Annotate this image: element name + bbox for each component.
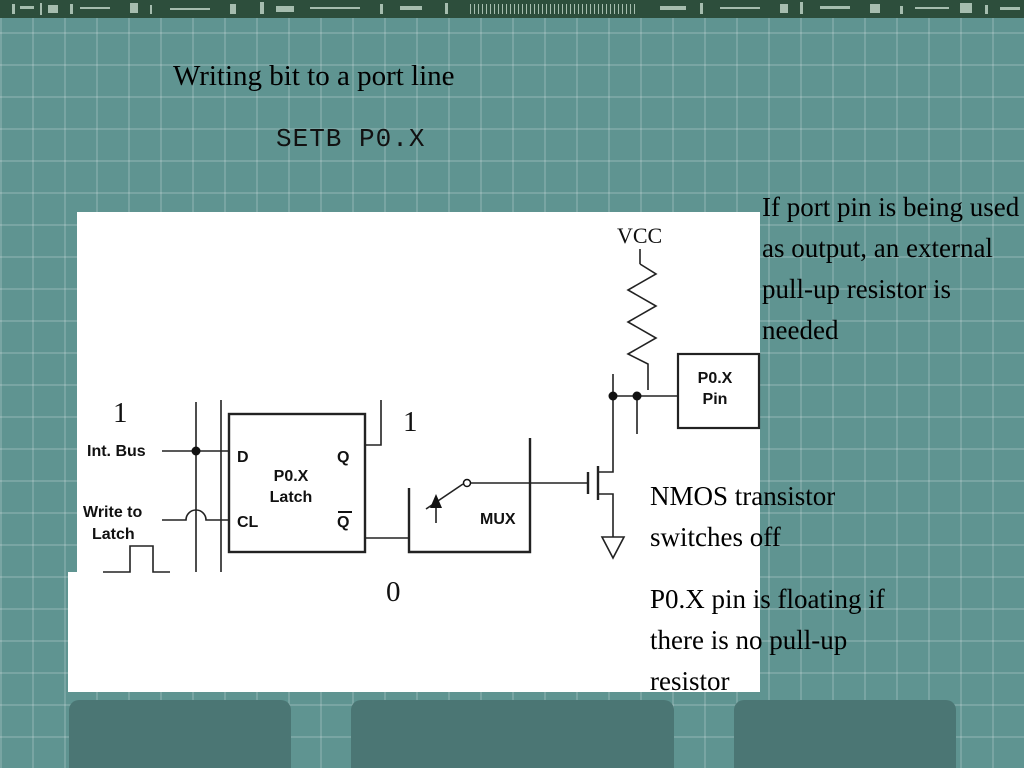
diagram-background-right [645, 420, 760, 692]
latch-d-label: D [237, 449, 249, 466]
q-wire [365, 400, 382, 446]
qbar-value-label: 0 [386, 576, 401, 608]
drain-junction-dot [608, 391, 618, 401]
latch-cl-label: CL [237, 514, 259, 531]
footer-panel-right [734, 700, 956, 768]
write-label-line1: Write to [83, 504, 142, 521]
nmos-note: NMOS transistor switches off [650, 481, 836, 552]
pullup-note: If port pin is being used as output, an … [762, 192, 1020, 345]
mux-label: MUX [480, 511, 516, 528]
write-label-line2: Latch [92, 526, 135, 543]
floating-note: P0.X pin is floating if there is no pull… [650, 584, 885, 696]
bus-junction-dot [191, 446, 201, 456]
pin-box [676, 352, 761, 430]
mux-switch-contact [462, 478, 472, 488]
int-bus-label: Int. Bus [87, 443, 146, 460]
latch-name-line1: P0.X [274, 468, 309, 485]
circuit-pattern-icon [12, 2, 1020, 15]
slide-title: Writing bit to a port line [173, 60, 455, 92]
pullup-resistor [626, 263, 658, 390]
footer-panel-center [351, 700, 674, 768]
mux-box [407, 438, 532, 554]
source-wire [598, 493, 614, 537]
instruction-code: SETB P0.X [276, 124, 426, 154]
pin-label-line1: P0.X [698, 370, 733, 387]
decorative-circuit-strip [0, 0, 1024, 18]
latch-qbar-label: Q [337, 514, 349, 531]
clock-pulse [103, 545, 170, 573]
latch-name-line2: Latch [270, 489, 313, 506]
footer-panel-left [69, 700, 291, 768]
mux-switch-arrow [430, 494, 442, 508]
qbar-wire [365, 488, 410, 539]
q-value-label: 1 [403, 406, 418, 438]
pin-junction-dot [632, 391, 642, 401]
latch-q-label: Q [337, 449, 349, 466]
ground-symbol [600, 536, 626, 560]
latch-box [227, 412, 367, 554]
pin-label-line2: Pin [703, 391, 728, 408]
bus-value-label: 1 [113, 397, 128, 429]
vcc-label: VCC [617, 223, 662, 248]
drain-wire [598, 396, 614, 473]
diagram-background-lower [68, 572, 760, 692]
write-wire [162, 509, 229, 521]
